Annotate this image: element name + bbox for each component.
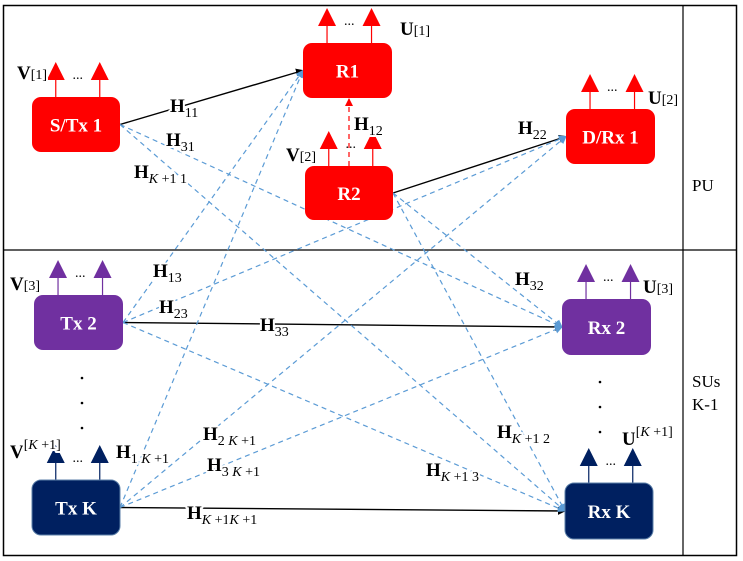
link-stx1-to-r1 <box>119 68 304 126</box>
node-label: Rx K <box>588 502 631 523</box>
antenna-icon <box>363 131 382 149</box>
node-r2: ... R2 <box>305 131 393 220</box>
antenna-icon <box>90 62 109 80</box>
antenna-ellipsis: ... <box>606 454 617 469</box>
antenna-icon <box>90 445 109 463</box>
antenna-icon <box>579 448 598 466</box>
node-box <box>34 295 123 350</box>
node-box <box>32 97 120 152</box>
channel-label-hk11: HK +1 1 <box>134 162 187 187</box>
antenna-icon <box>362 8 381 26</box>
channel-label-h32: H32 <box>515 269 544 294</box>
node-box <box>305 166 393 220</box>
channel-label-h13: H13 <box>153 261 182 286</box>
node-rx2: ... Rx 2 <box>562 264 651 355</box>
channel-links <box>119 68 567 515</box>
node-label: Rx 2 <box>588 318 625 339</box>
decoder-label-1: U[1] <box>400 19 430 40</box>
precoder-label-3: V[3] <box>10 274 40 295</box>
channel-label-h31: H31 <box>166 130 195 155</box>
antenna-ellipsis: ... <box>603 270 614 285</box>
link-tx2-to-rx2 <box>122 321 563 331</box>
antenna-ellipsis: ... <box>73 451 84 466</box>
antenna-icon <box>621 264 640 282</box>
decoder-label-4: U[K +1] <box>622 425 673 450</box>
node-box <box>562 299 651 355</box>
ellipsis-dots <box>80 376 602 434</box>
antenna-icon <box>625 74 644 92</box>
link-txk-to-r1 <box>119 69 304 508</box>
antenna-ellipsis: ... <box>346 137 357 152</box>
antenna-ellipsis: ... <box>607 80 618 95</box>
antenna-icon <box>319 131 338 149</box>
region-label-pu: PU <box>692 176 714 195</box>
node-label: R2 <box>337 184 360 205</box>
antenna-ellipsis: ... <box>344 14 355 29</box>
link-r2-to-drx1 <box>392 134 567 194</box>
channel-label-h3k1: H3 K +1 <box>207 455 260 480</box>
channel-label-hk13: HK +1 3 <box>426 460 479 485</box>
link-r2-to-rxk <box>392 192 566 512</box>
channel-label-h12: H12 <box>354 114 383 139</box>
precoder-label-2: V[2] <box>286 145 316 166</box>
link-txk-to-rxk <box>119 506 566 515</box>
link-stx1-to-rx2 <box>119 123 563 328</box>
node-tx2: ... Tx 2 <box>34 260 123 350</box>
precoder-label-1: V[1] <box>17 63 47 84</box>
channel-label-hk12: HK +1 2 <box>497 422 550 447</box>
node-box <box>566 109 655 164</box>
decoder-label-3: U[3] <box>643 277 673 298</box>
antenna-icon <box>93 260 112 278</box>
nodes: ... S/Tx 1... R1... R2... D/Rx 1... Tx 2... Tx… <box>31 8 655 540</box>
region-label-sus: SUs <box>692 372 720 391</box>
node-box <box>564 482 654 540</box>
region-label-k-1: K-1 <box>692 395 718 414</box>
precoder-label-4: V[K +1] <box>10 438 61 463</box>
channel-label-h22: H22 <box>518 118 547 143</box>
node-label: R1 <box>336 62 359 83</box>
decoder-label-2: U[2] <box>648 88 678 109</box>
link-tx2-to-drx1 <box>122 135 567 324</box>
node-txk: ... Tx K <box>31 445 121 536</box>
channel-label-hk1k1: HK +1K +1 <box>187 503 257 528</box>
node-r1: ... R1 <box>303 8 392 98</box>
node-drx1: ... D/Rx 1 <box>566 74 655 164</box>
node-rxk: ... Rx K <box>564 448 654 540</box>
node-label: S/Tx 1 <box>50 116 102 137</box>
channel-label-h23: H23 <box>159 297 188 322</box>
node-label: Tx 2 <box>60 314 96 335</box>
antenna-icon <box>577 264 596 282</box>
node-box <box>31 479 121 536</box>
link-tx2-to-rxk <box>122 321 566 512</box>
channel-label-h11: H11 <box>170 96 198 121</box>
node-box <box>303 43 392 98</box>
antenna-icon <box>46 62 65 80</box>
channel-label-h2k1: H2 K +1 <box>203 424 256 449</box>
antenna-icon <box>318 8 337 26</box>
link-txk-to-rx2 <box>119 325 563 509</box>
antenna-icon <box>49 260 68 278</box>
antenna-ellipsis: ... <box>73 68 84 83</box>
node-label: Tx K <box>55 499 97 520</box>
antenna-ellipsis: ... <box>75 266 86 281</box>
antenna-icon <box>581 74 600 92</box>
link-txk-to-drx1 <box>119 135 567 508</box>
node-stx1: ... S/Tx 1 <box>32 62 120 152</box>
antenna-icon <box>623 448 642 466</box>
channel-label-h1k1: H1 K +1 <box>116 442 169 467</box>
link-tx2-to-r1 <box>122 69 304 323</box>
antenna-icon <box>46 445 65 463</box>
channel-label-h33: H33 <box>260 315 289 340</box>
frame <box>2 4 738 557</box>
node-label: D/Rx 1 <box>582 128 638 149</box>
